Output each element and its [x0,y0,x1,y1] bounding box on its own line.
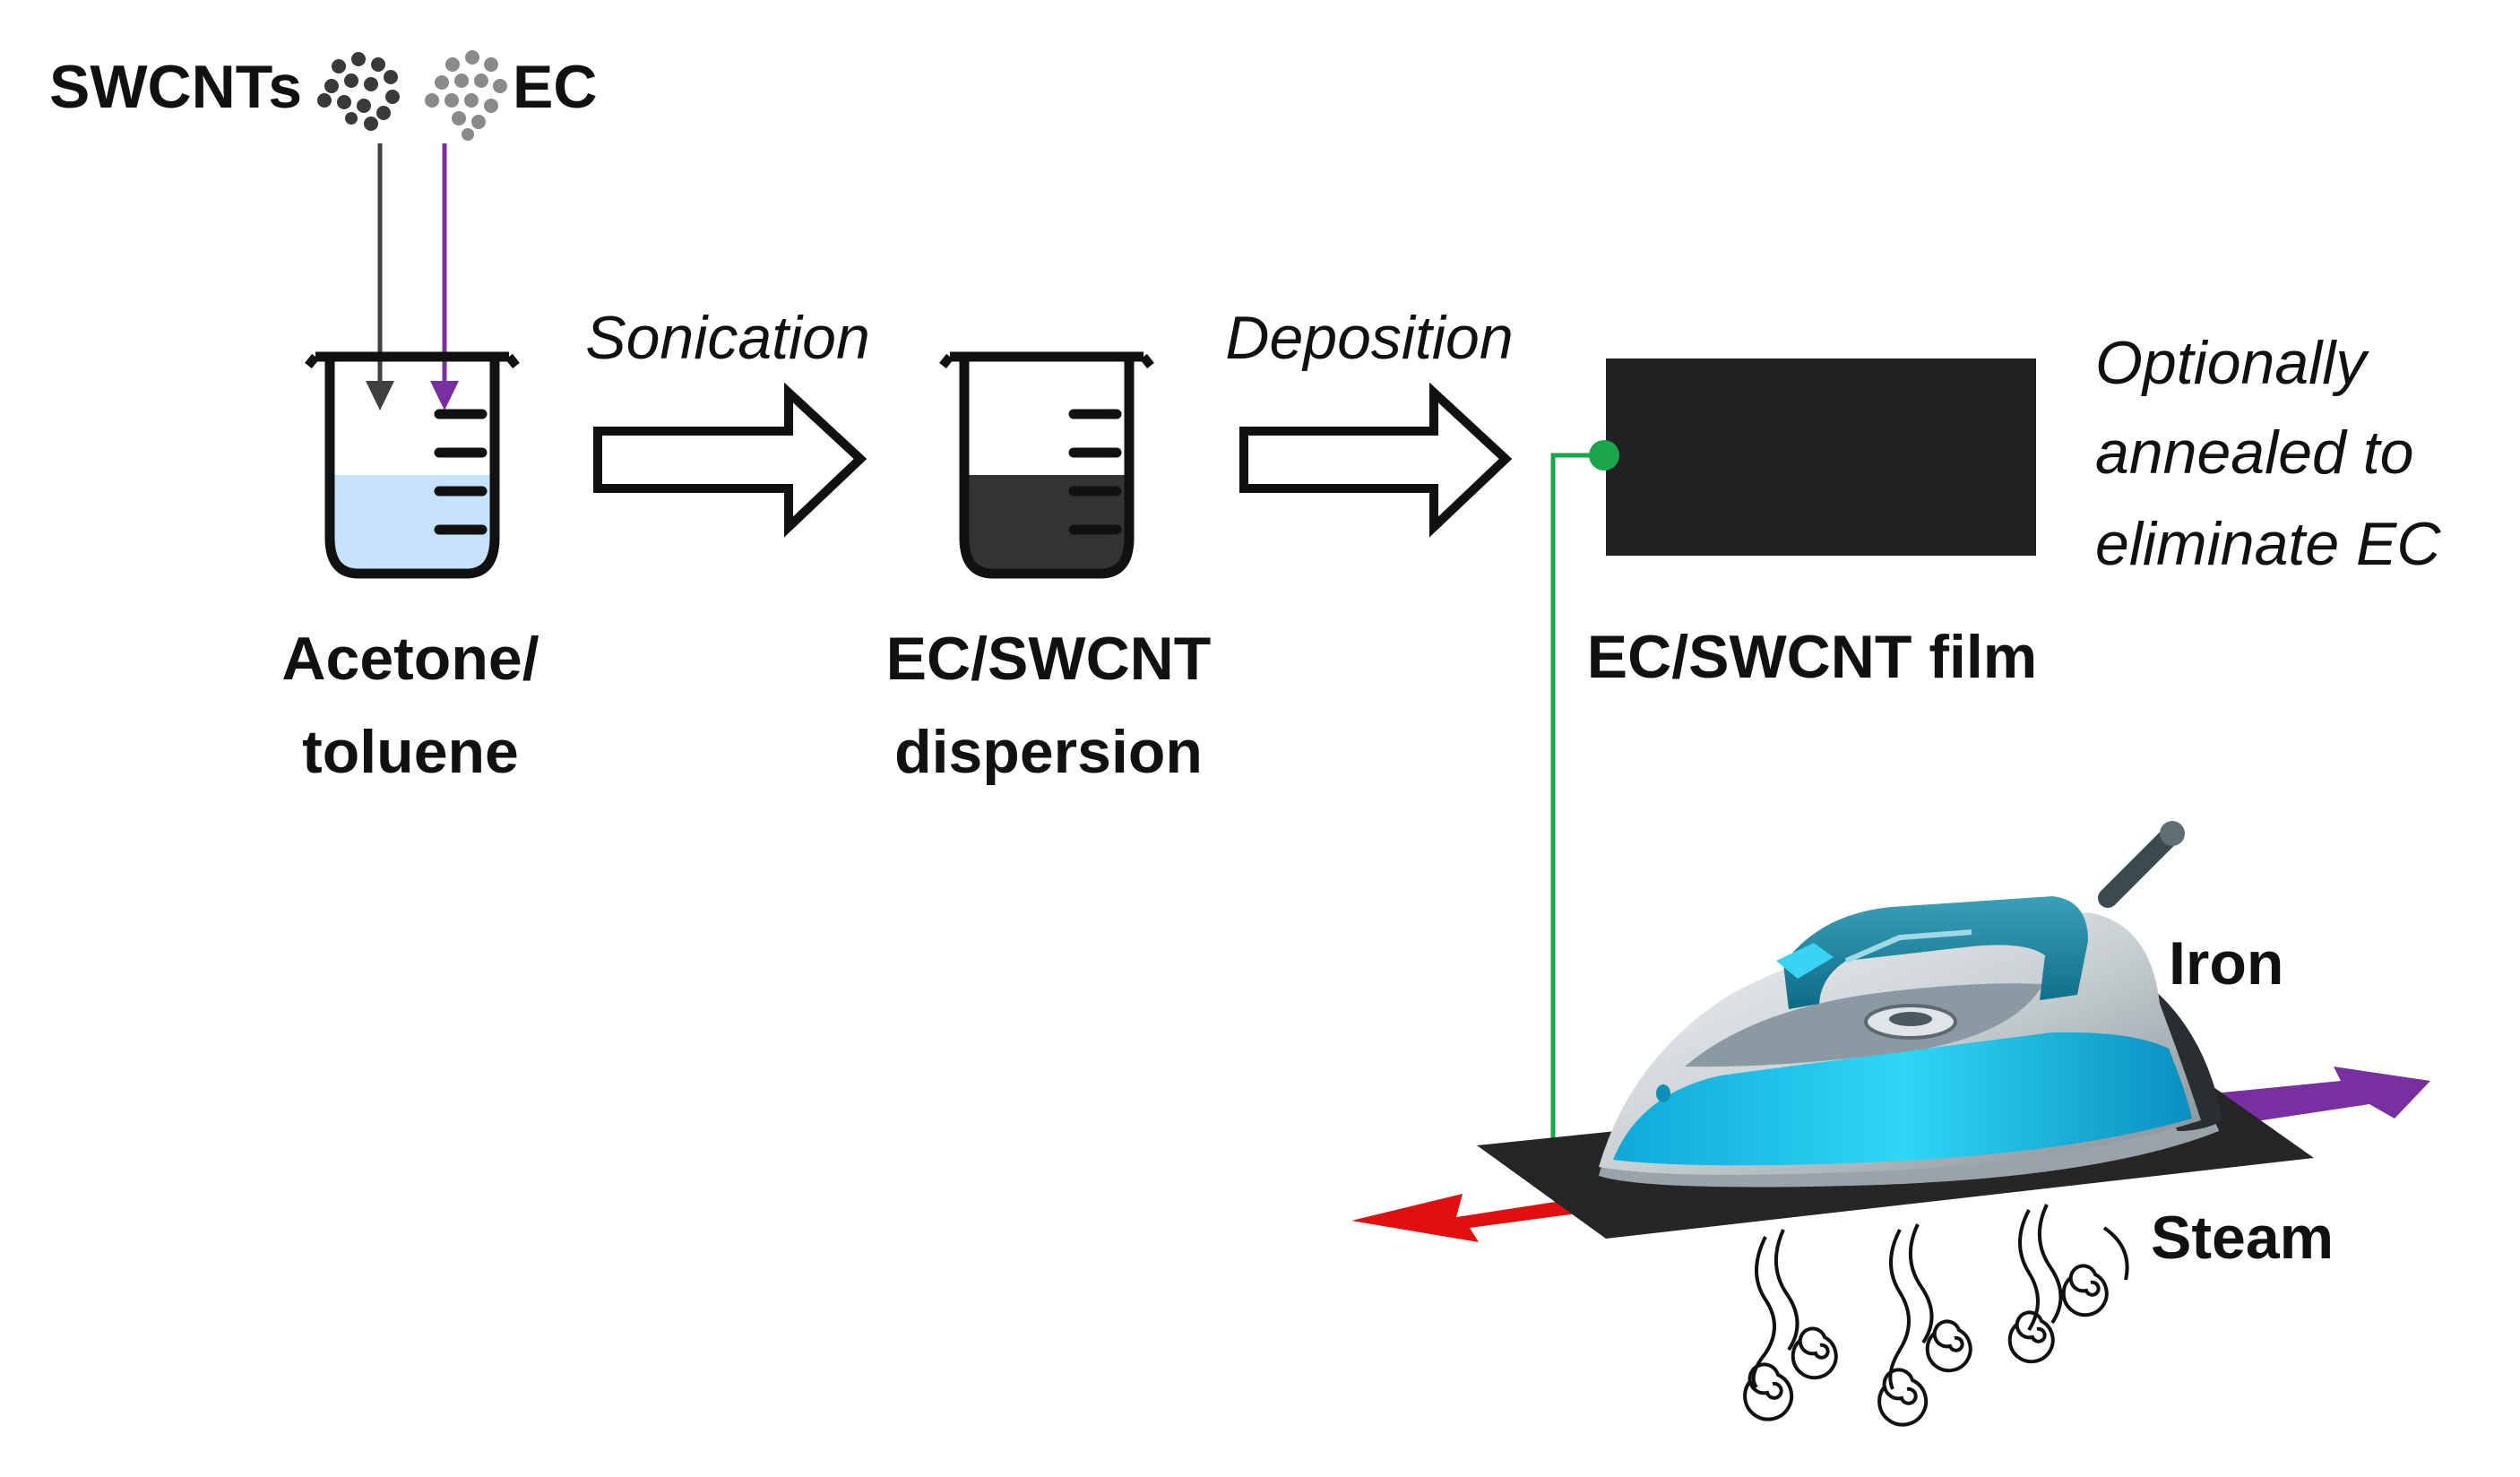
solvent-label-line2: toluene [302,718,519,786]
ec-feed-arrow [430,143,459,410]
swcnts-label: SWCNTs [49,53,302,121]
ec-label: EC [513,53,597,121]
sonication-arrow-icon [593,382,867,538]
optional-anneal-line2: annealed to [2095,419,2413,487]
left-motion-arrow-icon [1351,1194,1577,1242]
solvent-label-line1: Acetone/ [281,625,539,693]
dispersion-label-line1: EC/SWCNT [886,625,1212,693]
dispersion-label-line2: dispersion [894,718,1203,786]
right-motion-arrow-icon [2214,1067,2430,1126]
deposition-label: Deposition [1225,304,1513,372]
swcnt-particles-icon [317,52,400,131]
steam-label: Steam [2151,1204,2334,1272]
iron-label: Iron [2169,929,2283,998]
deposition-arrow-icon [1239,382,1513,538]
optional-anneal-line1: Optionally [2095,329,2369,397]
swcnt-film [1606,358,2036,556]
sonication-label: Sonication [585,304,870,372]
optional-anneal-line3: eliminate EC [2095,510,2441,578]
steam-iron-icon [1599,821,2222,1188]
solvent-beaker-icon [305,351,520,579]
ec-particles-icon [425,50,507,141]
swcnt-feed-arrow [366,143,394,410]
steam-swirl-icon [1743,1204,2129,1427]
dispersion-beaker-icon [939,351,1154,579]
film-label: EC/SWCNT film [1587,623,2037,691]
